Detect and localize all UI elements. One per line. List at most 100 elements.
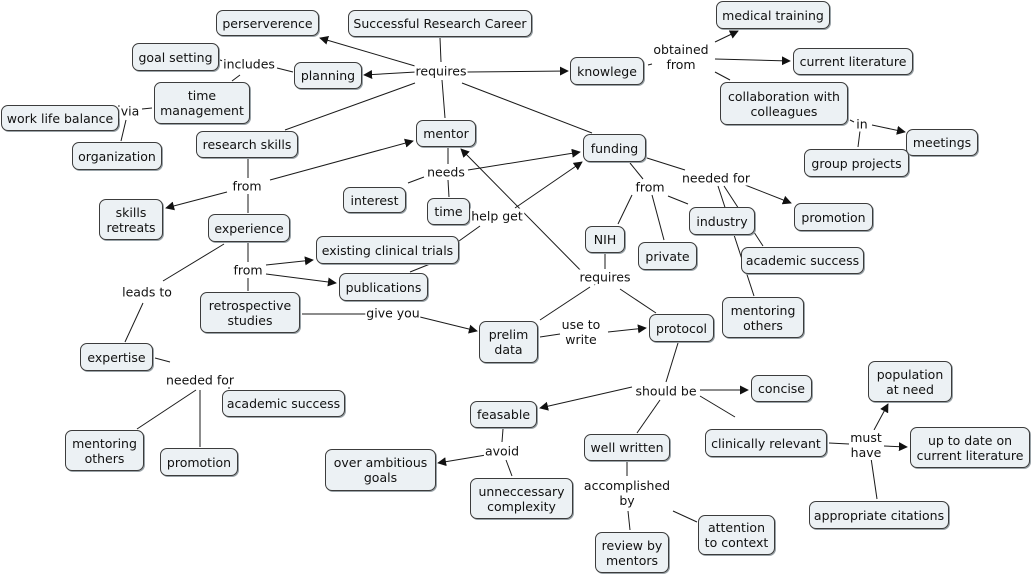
connector-requires-mentor-back bbox=[460, 148, 596, 286]
link-via: via bbox=[119, 103, 141, 119]
link-leads-to: leads to bbox=[121, 284, 173, 300]
node-group-projects[interactable]: group projects bbox=[804, 149, 909, 177]
link-requires-nih: requires bbox=[578, 269, 632, 285]
node-retrospective-studies[interactable]: retrospective studies bbox=[200, 292, 300, 333]
connector-musthave-population bbox=[873, 403, 889, 431]
node-funding[interactable]: funding bbox=[583, 134, 646, 162]
link-give-you: give you bbox=[365, 305, 421, 321]
link-from-experience: from bbox=[232, 262, 264, 278]
node-planning[interactable]: planning bbox=[294, 62, 362, 89]
node-experience[interactable]: experience bbox=[208, 214, 290, 242]
connector-neededfor-mentoring bbox=[136, 389, 197, 430]
node-attention-to-context[interactable]: attention to context bbox=[698, 515, 775, 555]
link-needed-for-funding: needed for bbox=[680, 170, 752, 186]
node-promotion-left[interactable]: promotion bbox=[160, 448, 238, 476]
connector-neededfor-mentoring-r bbox=[717, 185, 755, 297]
node-work-life-balance[interactable]: work life balance bbox=[1, 105, 119, 131]
node-academic-success-right[interactable]: academic success bbox=[741, 247, 864, 274]
node-industry[interactable]: industry bbox=[689, 207, 755, 235]
connector-accomplished-review bbox=[627, 510, 631, 531]
node-appropriate-citations[interactable]: appropriate citations bbox=[809, 501, 949, 529]
node-collaboration-with-colleagues[interactable]: collaboration with colleagues bbox=[720, 82, 848, 125]
node-prelim-data[interactable]: prelim data bbox=[479, 321, 538, 363]
connector-neededfor-promotion-r bbox=[739, 182, 792, 205]
node-time-management[interactable]: time management bbox=[154, 82, 250, 124]
connector-obtained-medical bbox=[714, 30, 739, 43]
node-current-literature[interactable]: current literature bbox=[793, 48, 913, 75]
connector-musthave-citations bbox=[870, 457, 878, 500]
link-avoid: avoid bbox=[483, 443, 521, 459]
node-goal-setting[interactable]: goal setting bbox=[132, 43, 219, 71]
connector-feasable-avoid bbox=[501, 428, 504, 443]
node-knowlege[interactable]: knowlege bbox=[570, 57, 644, 85]
node-mentoring-others-left[interactable]: mentoring others bbox=[65, 430, 144, 471]
node-over-ambitious-goals[interactable]: over ambitious goals bbox=[325, 449, 436, 491]
node-expertise[interactable]: expertise bbox=[80, 343, 153, 371]
connector-helpget-funding bbox=[514, 161, 583, 209]
connector-requires-mentor bbox=[441, 79, 446, 119]
connector-requires-perserverence bbox=[319, 35, 416, 67]
node-clinically-relevant[interactable]: clinically relevant bbox=[705, 429, 827, 457]
connector-from-skills bbox=[165, 191, 228, 211]
node-organization[interactable]: organization bbox=[72, 142, 162, 170]
node-concise[interactable]: concise bbox=[751, 375, 812, 402]
connector-via-organization bbox=[120, 119, 127, 142]
connector-from-private bbox=[651, 194, 665, 241]
node-mentoring-others-right[interactable]: mentoring others bbox=[722, 297, 804, 338]
node-population-at-need[interactable]: population at need bbox=[868, 361, 952, 402]
node-review-by-mentors[interactable]: review by mentors bbox=[595, 532, 669, 573]
connector-requires-prelim bbox=[539, 286, 591, 321]
node-medical-training[interactable]: medical training bbox=[716, 1, 830, 29]
node-up-to-date-literature[interactable]: up to date on current literature bbox=[910, 427, 1030, 468]
connector-shouldbe-clinical bbox=[699, 395, 736, 418]
connector-root-requires bbox=[439, 37, 442, 63]
link-needs: needs bbox=[426, 164, 466, 180]
connector-in-meetings bbox=[871, 124, 906, 135]
connector-requires-protocol bbox=[619, 288, 657, 314]
connector-requires-research-skills bbox=[284, 82, 416, 131]
connector-from-mentor bbox=[269, 138, 414, 181]
node-perserverence[interactable]: perserverence bbox=[216, 10, 319, 36]
connector-requires-funding bbox=[461, 82, 593, 134]
connector-avoid-unneccessary bbox=[505, 459, 513, 477]
connector-requires-knowlege bbox=[466, 66, 569, 76]
connector-experience-leadsto bbox=[162, 243, 225, 282]
node-mentor[interactable]: mentor bbox=[416, 120, 476, 147]
link-must-have: must have bbox=[849, 430, 883, 460]
node-protocol[interactable]: protocol bbox=[649, 314, 714, 342]
node-time[interactable]: time bbox=[427, 198, 470, 225]
connector-includes-time bbox=[231, 74, 241, 82]
connector-interest-needs bbox=[407, 176, 425, 184]
node-meetings[interactable]: meetings bbox=[906, 129, 978, 156]
node-interest[interactable]: interest bbox=[343, 187, 406, 213]
connector-obtained-literature bbox=[714, 56, 791, 66]
link-requires-main: requires bbox=[414, 63, 468, 79]
connector-expertise-neededfor bbox=[154, 357, 171, 363]
node-promotion-right[interactable]: promotion bbox=[794, 203, 873, 231]
node-private[interactable]: private bbox=[638, 242, 697, 270]
node-skills-retreats[interactable]: skills retreats bbox=[99, 199, 163, 240]
connector-from2-trials bbox=[265, 256, 314, 266]
connector-in-group bbox=[857, 130, 861, 148]
connector-funding-neededfor bbox=[646, 157, 686, 171]
node-feasable[interactable]: feasable bbox=[470, 401, 537, 428]
link-needed-for-expertise: needed for bbox=[164, 372, 236, 388]
node-existing-clinical-trials[interactable]: existing clinical trials bbox=[316, 236, 459, 264]
connector-from-industry bbox=[667, 195, 689, 205]
node-publications[interactable]: publications bbox=[339, 273, 428, 301]
node-well-written[interactable]: well written bbox=[584, 434, 670, 461]
connector-needs-time bbox=[447, 179, 450, 198]
link-from-research-skills: from bbox=[231, 178, 263, 194]
node-unneccessary-complexity[interactable]: unneccessary complexity bbox=[470, 478, 573, 519]
connector-usetowrite-protocol bbox=[607, 324, 647, 334]
connector-needs-funding bbox=[467, 148, 581, 171]
node-nih[interactable]: NIH bbox=[585, 226, 625, 253]
connector-musthave-uptodate bbox=[883, 442, 908, 452]
link-obtained-from: obtained from bbox=[652, 42, 710, 72]
node-research-skills[interactable]: research skills bbox=[196, 131, 298, 158]
link-should-be: should be bbox=[634, 383, 698, 399]
link-help-get: help get bbox=[470, 208, 524, 224]
node-successful-research-career[interactable]: Successful Research Career bbox=[348, 10, 532, 37]
node-academic-success-left[interactable]: academic success bbox=[222, 390, 345, 417]
